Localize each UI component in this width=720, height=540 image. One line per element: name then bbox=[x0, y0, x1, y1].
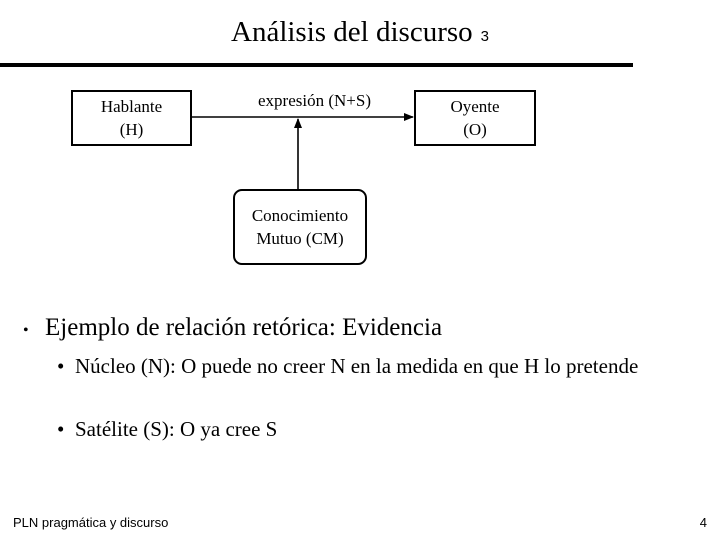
listener-abbrev: (O) bbox=[463, 120, 487, 139]
main-bullet: • Ejemplo de relación retórica: Evidenci… bbox=[23, 312, 442, 347]
sub-bullet-text: Satélite (S): O ya cree S bbox=[75, 417, 278, 441]
speaker-box: Hablante (H) bbox=[71, 90, 192, 146]
bullet-icon: • bbox=[57, 354, 65, 378]
title-divider bbox=[0, 63, 633, 67]
slide-title: Análisis del discurso 3 bbox=[0, 14, 720, 55]
bullet-icon: • bbox=[23, 322, 29, 339]
page-number: 4 bbox=[699, 515, 707, 530]
sub-bullet-satellite: • Satélite (S): O ya cree S bbox=[57, 417, 660, 442]
footer-course-label: PLN pragmática y discurso bbox=[13, 515, 169, 530]
bullet-icon: • bbox=[57, 417, 65, 441]
slide-title-text: Análisis del discurso bbox=[231, 16, 473, 48]
speaker-abbrev: (H) bbox=[119, 120, 144, 139]
listener-box: Oyente (O) bbox=[414, 90, 536, 146]
speaker-label: Hablante bbox=[100, 97, 163, 116]
slide-title-number: 3 bbox=[480, 28, 489, 45]
sub-bullet-text: Núcleo (N): O puede no creer N en la med… bbox=[75, 354, 639, 378]
listener-label: Oyente bbox=[450, 97, 500, 116]
expression-label: expresión (N+S) bbox=[258, 91, 371, 110]
mutual-knowledge-label: Conocimiento bbox=[251, 206, 349, 225]
main-bullet-text: Ejemplo de relación retórica: Evidencia bbox=[45, 314, 443, 341]
mutual-knowledge-box: Conocimiento Mutuo (CM) bbox=[233, 189, 367, 265]
sub-bullet-nucleus: • Núcleo (N): O puede no creer N en la m… bbox=[57, 354, 660, 379]
mutual-knowledge-abbrev: Mutuo (CM) bbox=[256, 229, 344, 248]
